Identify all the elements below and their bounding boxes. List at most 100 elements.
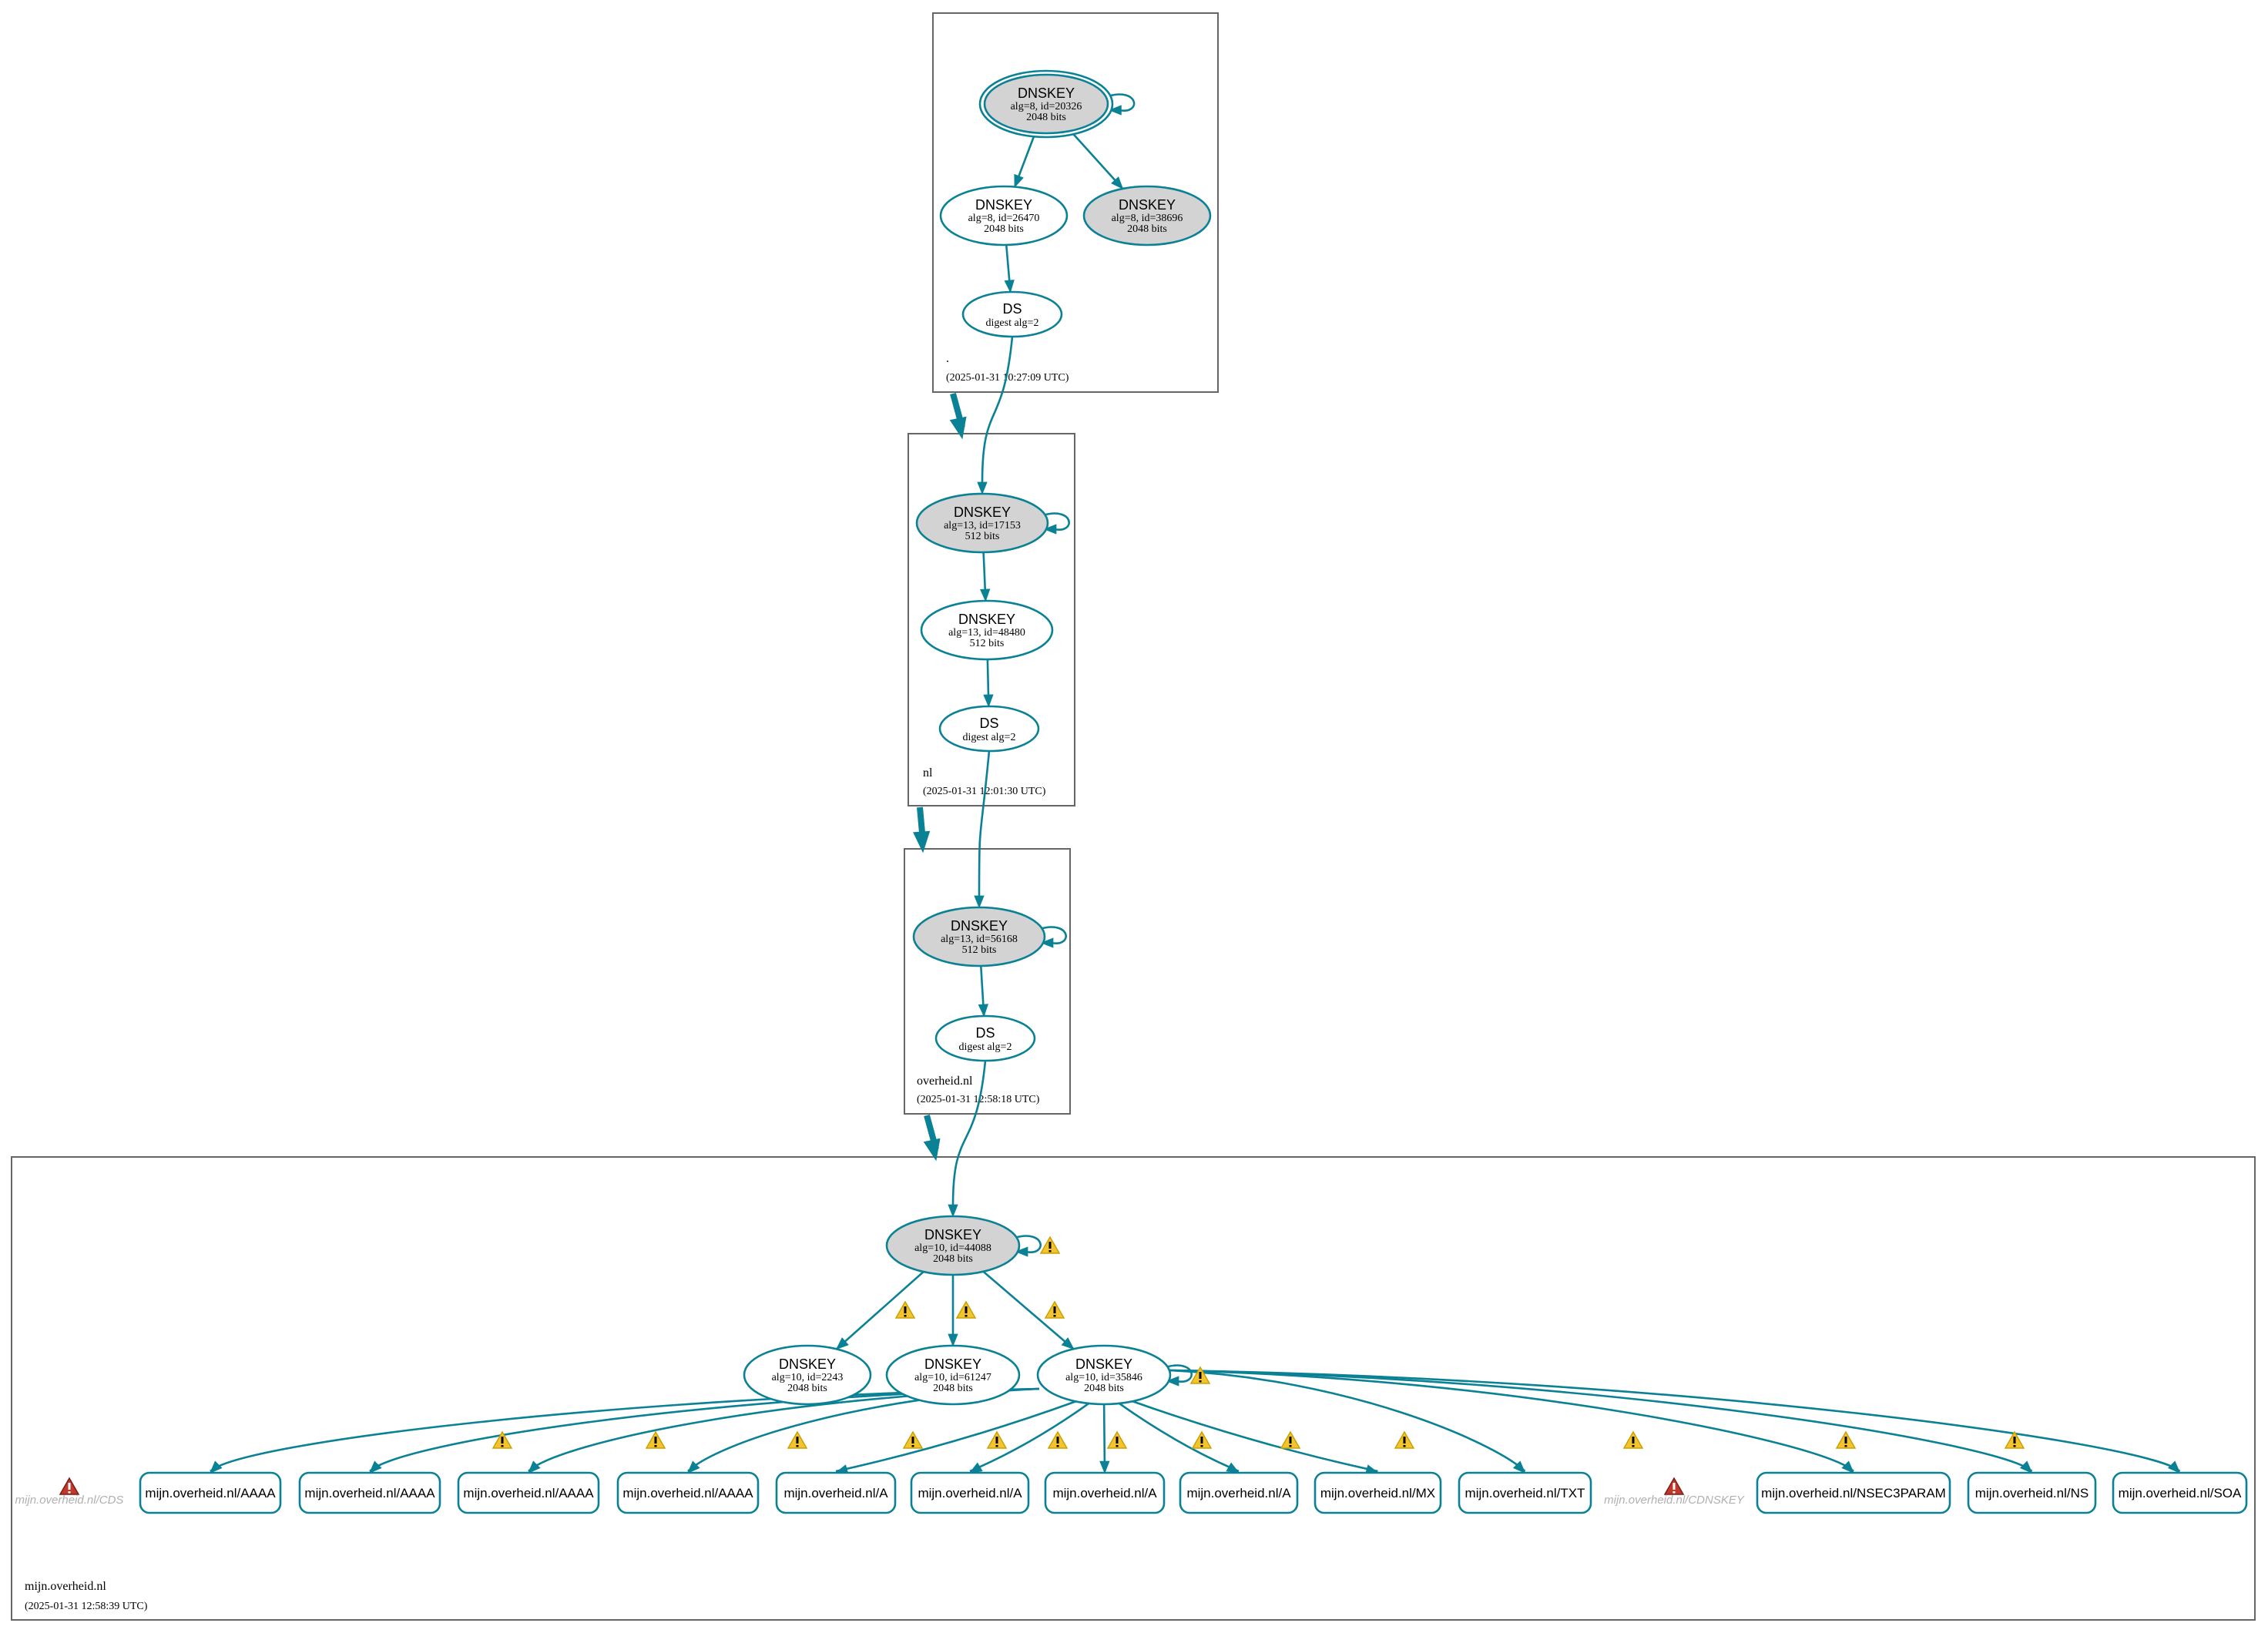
- signature-edge: [982, 1270, 1075, 1350]
- zone-overheid-nl: overheid.nl (2025-01-31 12:58:18 UTC): [904, 848, 1071, 1115]
- arrowhead: [2019, 1460, 2033, 1474]
- warning-icon[interactable]: [645, 1430, 666, 1449]
- rrset-node[interactable]: mijn.overheid.nl/A: [910, 1471, 1030, 1514]
- arrowhead: [1014, 173, 1024, 188]
- warning-icon[interactable]: [1280, 1430, 1301, 1449]
- warning-icon[interactable]: [1044, 1300, 1065, 1319]
- signature-edge: [1072, 132, 1124, 189]
- rrset-node[interactable]: mijn.overheid.nl/A: [1179, 1471, 1299, 1514]
- rrsig-edge: [835, 1400, 1076, 1473]
- rrset-node[interactable]: mijn.overheid.nl/AAAA: [616, 1471, 760, 1514]
- rrset-label: mijn.overheid.nl/TXT: [1465, 1486, 1585, 1501]
- rrset-node[interactable]: mijn.overheid.nl/SOA: [2112, 1471, 2248, 1514]
- rrsig-edge: [1168, 1369, 1526, 1472]
- warning-icon[interactable]: [492, 1430, 513, 1449]
- node-size: 2048 bits: [1026, 112, 1066, 123]
- node-title: DNSKEY: [1018, 86, 1075, 101]
- zone-name: overheid.nl: [917, 1075, 973, 1088]
- warning-icon[interactable]: [1189, 1366, 1211, 1384]
- rrset-label: mijn.overheid.nl/NSEC3PARAM: [1761, 1486, 1946, 1501]
- error-icon[interactable]: [1663, 1477, 1685, 1495]
- arrowhead: [968, 1462, 983, 1474]
- node-title: DS: [975, 1025, 995, 1041]
- rrset-node[interactable]: mijn.overheid.nl/A: [775, 1471, 897, 1514]
- arrowhead: [949, 416, 967, 440]
- warning-icon[interactable]: [1047, 1430, 1069, 1449]
- rrsig-edge: [369, 1387, 1040, 1472]
- rrsig-edge: [1168, 1369, 1854, 1472]
- warning-icon[interactable]: [2004, 1430, 2025, 1449]
- arrowhead: [1111, 176, 1124, 189]
- ds-digest-edge: [978, 750, 991, 897]
- arrowhead: [528, 1460, 541, 1474]
- arrowhead: [974, 895, 985, 909]
- warning-icon[interactable]: [955, 1300, 977, 1319]
- missing-rrset-label: mijn.overheid.nl/CDS: [15, 1494, 124, 1507]
- rrset-node[interactable]: mijn.overheid.nl/AAAA: [298, 1471, 441, 1514]
- arrowhead: [923, 1138, 941, 1162]
- arrowhead: [1061, 1337, 1075, 1350]
- node-size: 2048 bits: [787, 1383, 827, 1394]
- rrset-node[interactable]: mijn.overheid.nl/NS: [1967, 1471, 2097, 1514]
- arrowhead: [977, 481, 988, 495]
- rrset-node[interactable]: mijn.overheid.nl/A: [1044, 1471, 1166, 1514]
- node-detail: alg=13, id=17153: [944, 520, 1021, 531]
- node-title: DNSKEY: [924, 1356, 981, 1372]
- warning-icon[interactable]: [1191, 1430, 1213, 1449]
- zone-box: [904, 848, 1071, 1115]
- zone-name: mijn.overheid.nl: [25, 1580, 106, 1593]
- rrset-node[interactable]: mijn.overheid.nl/MX: [1313, 1471, 1442, 1514]
- zone-timestamp: (2025-01-31 12:58:18 UTC): [917, 1094, 1040, 1105]
- rrsig-edge: [1119, 1402, 1240, 1473]
- warning-icon[interactable]: [902, 1430, 924, 1449]
- self-signature-edge: [1039, 926, 1067, 944]
- rrset-label: mijn.overheid.nl/MX: [1320, 1486, 1435, 1501]
- warning-icon[interactable]: [1394, 1430, 1415, 1449]
- arrowhead: [1015, 1246, 1028, 1257]
- warning-icon[interactable]: [986, 1430, 1008, 1449]
- zone-box: [908, 433, 1075, 806]
- zone-name: nl: [923, 766, 933, 780]
- warning-icon[interactable]: [787, 1430, 808, 1449]
- zone-box: [11, 1156, 2256, 1621]
- node-detail: alg=8, id=20326: [1011, 101, 1082, 112]
- zone-mijn-overheid-nl: mijn.overheid.nl(2025-01-31 12:58:39 UTC…: [11, 1156, 2256, 1621]
- rrset-node[interactable]: mijn.overheid.nl/AAAA: [139, 1471, 282, 1514]
- error-icon[interactable]: [59, 1477, 80, 1495]
- rrset-label: mijn.overheid.nl/A: [783, 1486, 888, 1501]
- node-title: DNSKEY: [924, 1227, 981, 1242]
- warning-icon[interactable]: [1835, 1430, 1857, 1449]
- rrset-label: mijn.overheid.nl/A: [918, 1486, 1022, 1501]
- node-size: 2048 bits: [933, 1383, 973, 1394]
- rrset-node[interactable]: mijn.overheid.nl/TXT: [1458, 1471, 1592, 1514]
- self-signature-edge: [1108, 93, 1136, 112]
- warning-icon[interactable]: [1039, 1236, 1061, 1254]
- rrset-node[interactable]: mijn.overheid.nl/AAAA: [457, 1471, 600, 1514]
- zone-name: .: [946, 352, 949, 365]
- node-title: DNSKEY: [958, 612, 1015, 627]
- arrowhead: [983, 694, 994, 708]
- rrset-node[interactable]: mijn.overheid.nl/NSEC3PARAM: [1756, 1471, 1951, 1514]
- warning-icon[interactable]: [894, 1300, 916, 1319]
- arrowhead: [2167, 1460, 2181, 1474]
- warning-icon[interactable]: [1622, 1430, 1644, 1449]
- arrowhead: [948, 1333, 958, 1347]
- warning-icon[interactable]: [1106, 1430, 1128, 1449]
- rrset-label: mijn.overheid.nl/NS: [1975, 1486, 2089, 1501]
- node-size: 2048 bits: [984, 223, 1024, 235]
- ds-digest-edge: [951, 1060, 987, 1206]
- rrsig-edge: [1168, 1369, 2181, 1472]
